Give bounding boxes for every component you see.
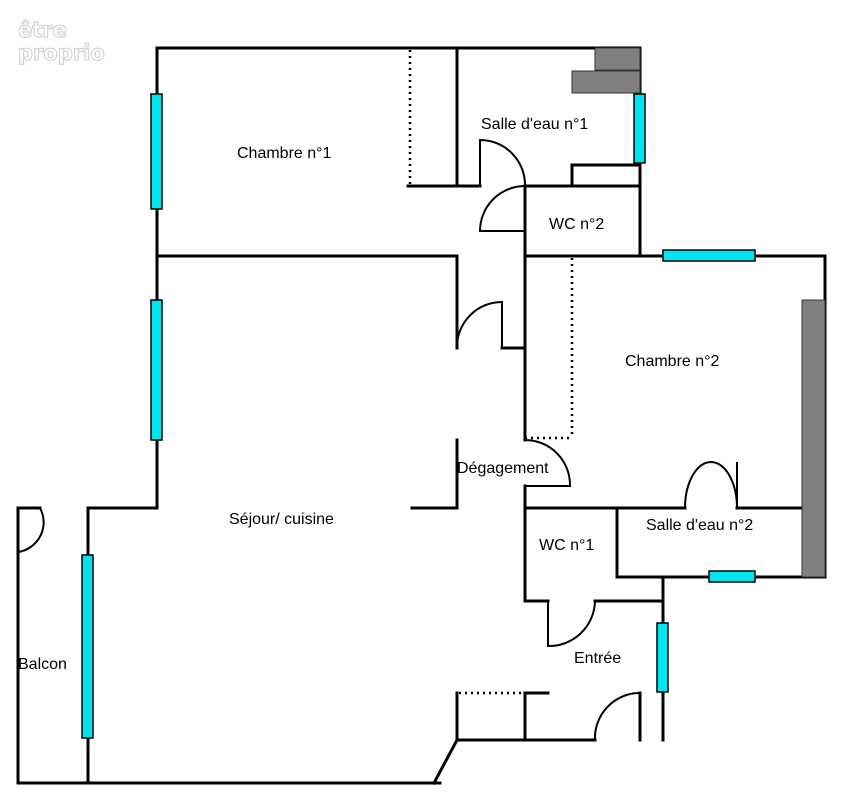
logo-watermark: être proprio [17, 17, 105, 65]
label-salle-eau1: Salle d'eau n°1 [481, 116, 588, 133]
label-sejour: Séjour/ cuisine [229, 511, 334, 528]
windows [81, 93, 756, 739]
logo-line-2: proprio [18, 41, 105, 65]
wall-sde1-bottom-right [523, 184, 642, 258]
dotted-partitions [408, 50, 574, 695]
door-balcony [17, 507, 45, 553]
label-salle-eau2: Salle d'eau n°2 [646, 517, 753, 534]
door-sde1 [479, 138, 527, 187]
doors [17, 138, 738, 741]
window-balcon [81, 554, 94, 739]
fixtures [571, 47, 826, 578]
room-labels: Chambre n°1 Salle d'eau n°1 WC n°2 Chamb… [18, 116, 753, 673]
wall-chambre1-bottom [155, 254, 459, 350]
door-wc1 [547, 600, 596, 648]
label-wc1: WC n°1 [539, 537, 594, 554]
window-sde2 [708, 570, 756, 583]
wall-sejour-diagonal [431, 737, 460, 786]
fixture-chambre2-wall [801, 299, 826, 578]
label-wc2: WC n°2 [549, 216, 604, 233]
door-sde2 [684, 461, 738, 509]
door-chambre2 [524, 439, 572, 487]
window-chambre2-top [662, 249, 756, 262]
label-chambre1: Chambre n°1 [237, 145, 332, 162]
door-wc2 [478, 185, 526, 232]
wall-left-upper [86, 46, 159, 510]
window-sde1 [633, 93, 646, 164]
wall-balcony [16, 506, 442, 785]
label-balcon: Balcon [18, 656, 67, 673]
walls [16, 46, 827, 786]
wall-entree-closet [455, 691, 550, 742]
wall-corridor [500, 254, 827, 350]
label-chambre2: Chambre n°2 [625, 353, 720, 370]
window-entree [656, 622, 669, 693]
logo-line-1: être [18, 18, 67, 42]
window-chambre1 [150, 93, 163, 210]
fixture-sde1-mid [571, 70, 641, 94]
window-sejour [150, 299, 163, 441]
wall-chambre2-bottom [523, 484, 687, 510]
door-entree [593, 691, 641, 741]
label-degagement: Dégagement [457, 460, 549, 477]
label-entree: Entrée [574, 650, 621, 667]
door-chambre1 [455, 300, 503, 349]
fixture-sde1-top [594, 47, 641, 71]
